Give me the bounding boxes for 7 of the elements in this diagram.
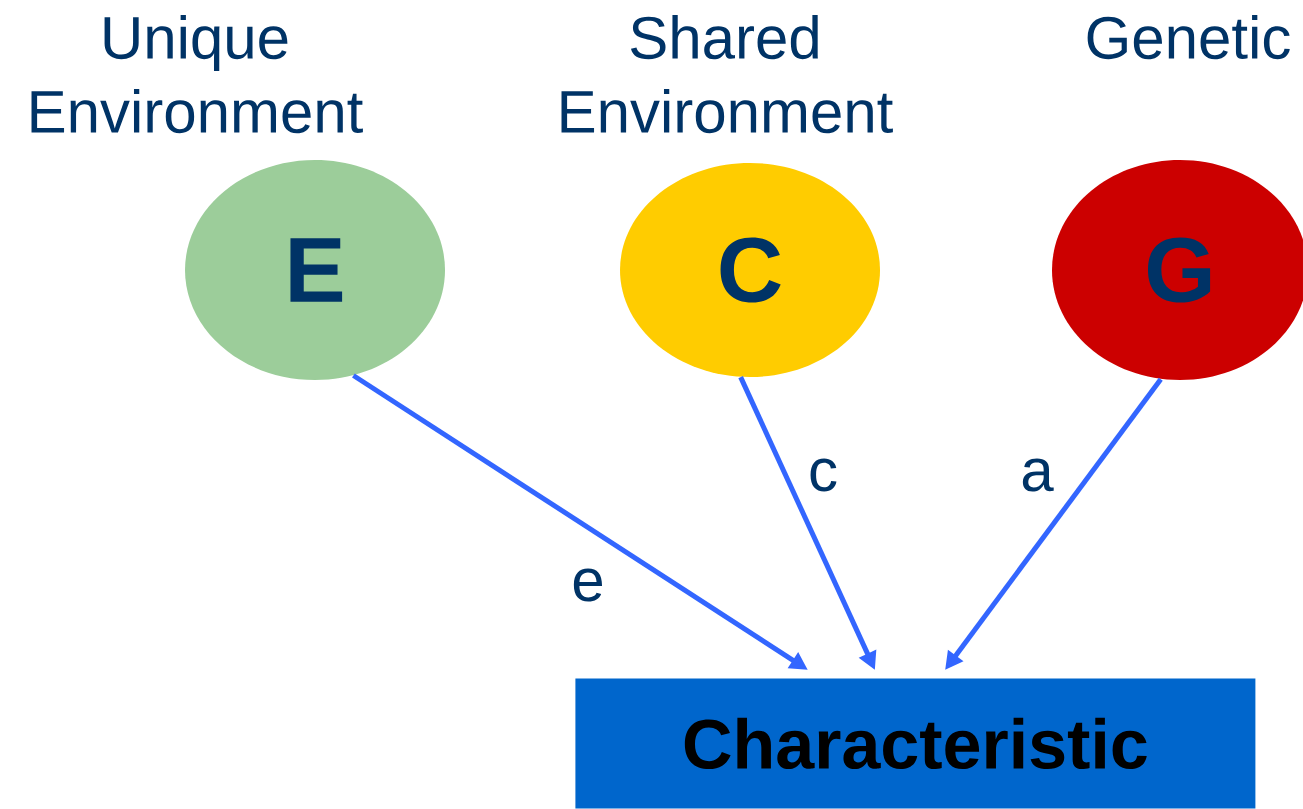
outcome-box: Characteristic <box>575 678 1256 809</box>
heading: Genetic <box>1087 15 1290 60</box>
heading: Shared Environment <box>561 15 893 134</box>
heading: Unique Environment <box>31 15 363 134</box>
edge-label: c <box>806 456 840 494</box>
edge-label: e <box>569 566 607 604</box>
edge-label: a <box>1018 456 1056 494</box>
